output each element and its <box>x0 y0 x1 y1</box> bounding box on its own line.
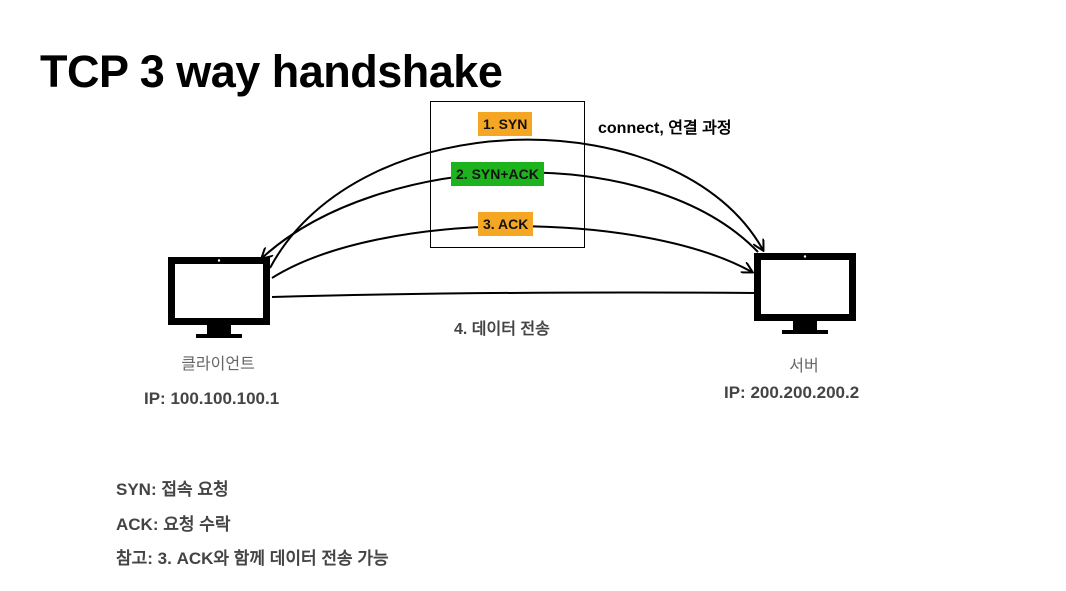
data-transfer-arrow <box>271 291 757 298</box>
connect-label: connect, 연결 과정 <box>598 120 732 137</box>
note-reference: 참고: 3. ACK와 함께 데이터 전송 가능 <box>116 549 389 568</box>
server-monitor-icon <box>754 253 856 334</box>
note-ack: ACK: 요청 수락 <box>116 515 231 534</box>
step-ack-label: 3. ACK <box>478 212 534 236</box>
step-syn-label: 1. SYN <box>478 112 533 136</box>
server-ip: IP: 200.200.200.2 <box>724 383 860 402</box>
step-syn-ack-label: 2. SYN+ACK <box>451 162 544 186</box>
server-name: 서버 <box>789 358 819 375</box>
syn-arrow <box>269 138 763 269</box>
client-monitor-icon <box>168 257 270 338</box>
client-name: 클라이언트 <box>181 356 255 373</box>
page-title: TCP 3 way handshake <box>40 46 503 97</box>
client-ip: IP: 100.100.100.1 <box>144 389 280 408</box>
handshake-box <box>430 101 585 248</box>
data-transfer-label: 4. 데이터 전송 <box>454 321 550 338</box>
note-syn: SYN: 접속 요청 <box>116 480 229 499</box>
